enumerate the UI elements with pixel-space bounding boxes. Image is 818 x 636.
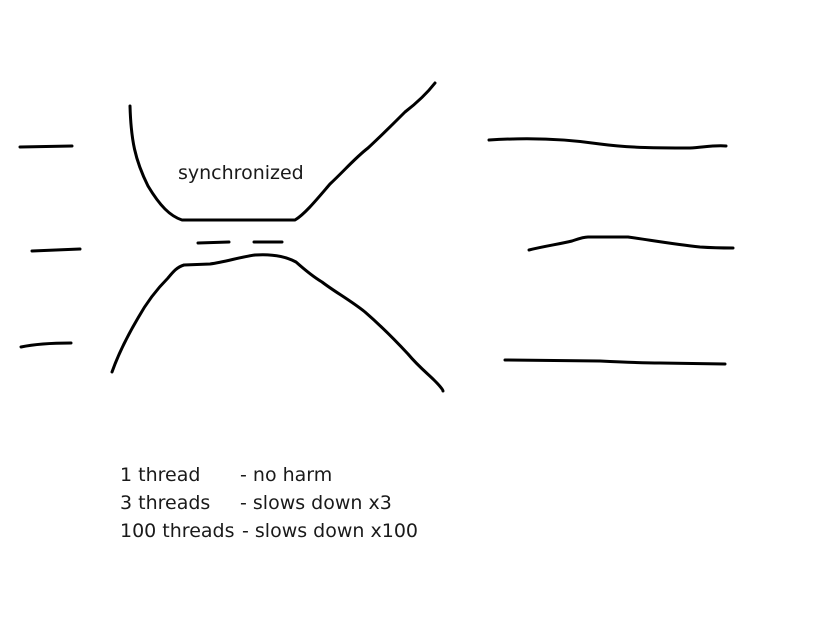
outgoing-thread-line-middle [527, 235, 735, 252]
funnel-upper-wall [128, 81, 437, 222]
incoming-thread-line-middle [30, 247, 82, 253]
thread-count-label: 100 threads [120, 520, 235, 542]
effect-label: - no harm [240, 464, 333, 486]
outgoing-thread-line-top [487, 137, 728, 150]
legend-row: 3 threads - slows down x3 [120, 492, 520, 516]
incoming-thread-line-top [18, 144, 74, 149]
thread-count-label: 3 threads [120, 492, 211, 514]
thread-count-label: 1 thread [120, 464, 201, 486]
passing-thread-dash-1 [196, 240, 231, 245]
legend-row: 100 threads - slows down x100 [120, 520, 520, 544]
effect-label: - slows down x3 [240, 492, 392, 514]
synchronized-label: synchronized [178, 162, 304, 184]
legend-row: 1 thread - no harm [120, 464, 520, 488]
effect-label: - slows down x100 [242, 520, 418, 542]
funnel-lower-wall [110, 253, 445, 393]
outgoing-thread-line-bottom [503, 358, 727, 366]
incoming-thread-line-bottom [19, 341, 73, 349]
